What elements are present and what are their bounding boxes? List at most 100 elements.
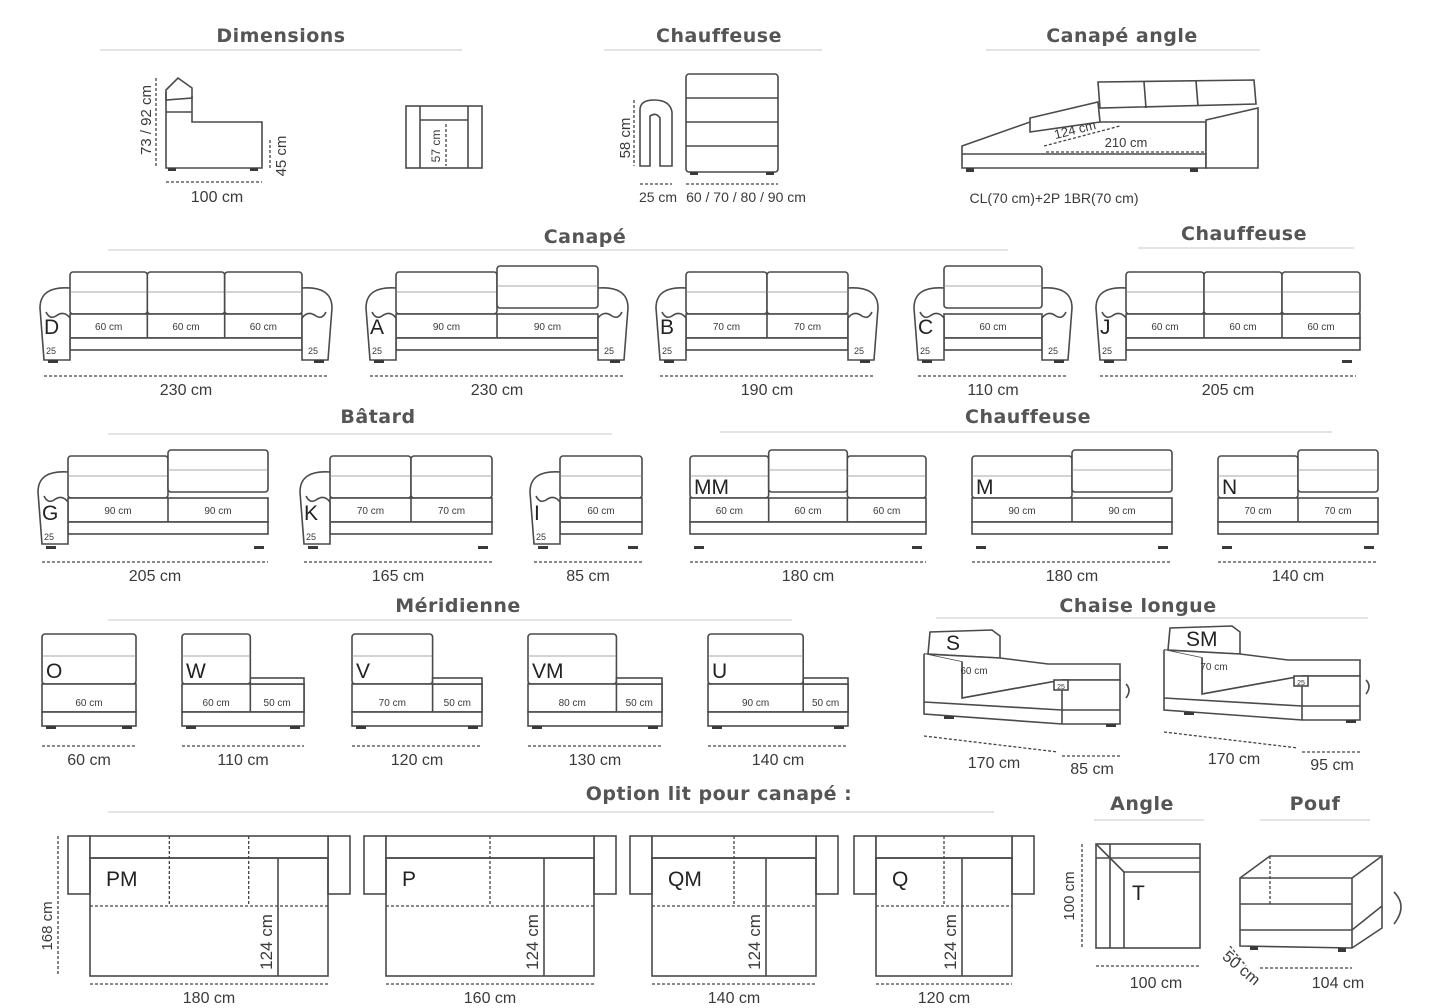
foot bbox=[1184, 712, 1194, 715]
arm-width-left: 25 bbox=[662, 346, 672, 356]
width-label: 120 cm bbox=[918, 990, 970, 1007]
armrest-front: 57 cm bbox=[405, 105, 483, 169]
model-letter: Q bbox=[892, 868, 908, 891]
arm-width-right: 25 bbox=[1048, 346, 1058, 356]
width-label: 230 cm bbox=[471, 382, 523, 399]
small-width-label: 25 bbox=[1057, 684, 1065, 691]
bed-arm-right bbox=[815, 835, 839, 895]
depth-label: 124 cm bbox=[745, 914, 764, 970]
armrest-left bbox=[39, 287, 71, 361]
seat-width-label: 90 cm bbox=[534, 322, 561, 333]
title-chauffeuse-right: Chauffeuse bbox=[1181, 223, 1307, 245]
armrest-left bbox=[37, 471, 69, 545]
foot bbox=[478, 546, 488, 549]
width-label: 165 cm bbox=[372, 568, 424, 585]
seat-width-label: 60 cm bbox=[794, 506, 821, 517]
seat-width-label: 50 cm bbox=[812, 698, 839, 709]
pouf-depth-label: 50 cm bbox=[1219, 948, 1263, 989]
title-dimensions: Dimensions bbox=[216, 25, 345, 47]
chaise-edge bbox=[615, 677, 663, 685]
base-block bbox=[67, 521, 269, 535]
chaise-seat bbox=[615, 683, 663, 713]
foot bbox=[254, 546, 264, 549]
bed-mattress bbox=[385, 857, 595, 977]
seat-width-label: 50 cm bbox=[264, 698, 291, 709]
backrest-cushion bbox=[767, 449, 849, 493]
backrest-cushion bbox=[1125, 271, 1205, 315]
depth-label: 100 cm bbox=[191, 189, 243, 206]
armrest-left bbox=[299, 471, 331, 545]
backrest-cushion bbox=[167, 449, 269, 493]
angle-width-label: 100 cm bbox=[1130, 975, 1182, 992]
width-label: 190 cm bbox=[741, 382, 793, 399]
armrest-left bbox=[655, 287, 687, 361]
title-chaise-longue: Chaise longue bbox=[1059, 595, 1216, 617]
bed-mattress bbox=[89, 857, 329, 977]
backrest-cushion bbox=[1297, 449, 1379, 493]
width-label: 110 cm bbox=[217, 752, 268, 769]
backrest-cushion bbox=[496, 265, 599, 309]
depth-label: 124 cm bbox=[257, 914, 276, 970]
seat-width-label: 60 cm bbox=[250, 322, 277, 333]
height-label: 73 / 92 cm bbox=[138, 85, 155, 155]
seat-width-label: 70 cm bbox=[438, 506, 465, 517]
seat-width-label: 90 cm bbox=[104, 506, 131, 517]
depth-label: 124 cm bbox=[523, 914, 542, 970]
base-block bbox=[685, 337, 849, 351]
rotate-arrow bbox=[1365, 679, 1370, 695]
chaise-seat bbox=[802, 683, 849, 713]
backrest-cushion bbox=[223, 271, 303, 315]
foot bbox=[374, 360, 384, 363]
width-label: 160 cm bbox=[464, 990, 516, 1007]
base-block bbox=[1217, 521, 1379, 535]
foot bbox=[944, 716, 954, 719]
armrest-right bbox=[597, 287, 629, 361]
rotate-arrow bbox=[1125, 683, 1130, 699]
foot bbox=[628, 546, 638, 549]
title-option-lit: Option lit pour canapé : bbox=[586, 783, 853, 805]
width-label: 180 cm bbox=[1046, 568, 1098, 585]
model-letter: B bbox=[660, 316, 674, 339]
body-front bbox=[923, 654, 1121, 725]
backrest-cushion bbox=[329, 455, 412, 499]
foot bbox=[976, 546, 986, 549]
backrest-cushion bbox=[1071, 449, 1173, 493]
foot bbox=[1364, 546, 1374, 549]
foot bbox=[912, 546, 922, 549]
backrest-cushion bbox=[410, 455, 493, 499]
length-dimension-line bbox=[923, 735, 1059, 753]
seat-width-label: 80 cm bbox=[559, 698, 586, 709]
model-letter: G bbox=[42, 502, 58, 525]
width-label: 120 cm bbox=[391, 752, 443, 769]
foot bbox=[186, 726, 196, 729]
small-cushion bbox=[1053, 679, 1069, 691]
seat-width-label: 90 cm bbox=[1108, 506, 1135, 517]
base-block bbox=[181, 711, 305, 727]
backrest-cushion bbox=[766, 271, 849, 315]
backrest-cushion bbox=[1281, 271, 1361, 315]
arm-width-right: 25 bbox=[308, 346, 318, 356]
bed-back bbox=[89, 835, 329, 859]
chauffeuse-top-drawing: 58 cm 25 cm 60 / 70 / 80 / 90 cm bbox=[617, 73, 806, 205]
armrest-right bbox=[1041, 287, 1073, 361]
arm-width-left: 25 bbox=[536, 532, 546, 542]
bed-arm-left bbox=[363, 835, 387, 895]
seat-width-label: 60 cm bbox=[95, 322, 122, 333]
seat-width-label: 70 cm bbox=[357, 506, 384, 517]
model-letter: A bbox=[370, 316, 384, 339]
small-width-label: 25 bbox=[1297, 680, 1305, 687]
width-label: 85 cm bbox=[1070, 761, 1114, 778]
seat-width-label: 60 cm bbox=[979, 322, 1006, 333]
foot bbox=[1342, 360, 1352, 363]
foot bbox=[922, 360, 932, 363]
seat-width-label: 60 cm bbox=[587, 506, 614, 517]
